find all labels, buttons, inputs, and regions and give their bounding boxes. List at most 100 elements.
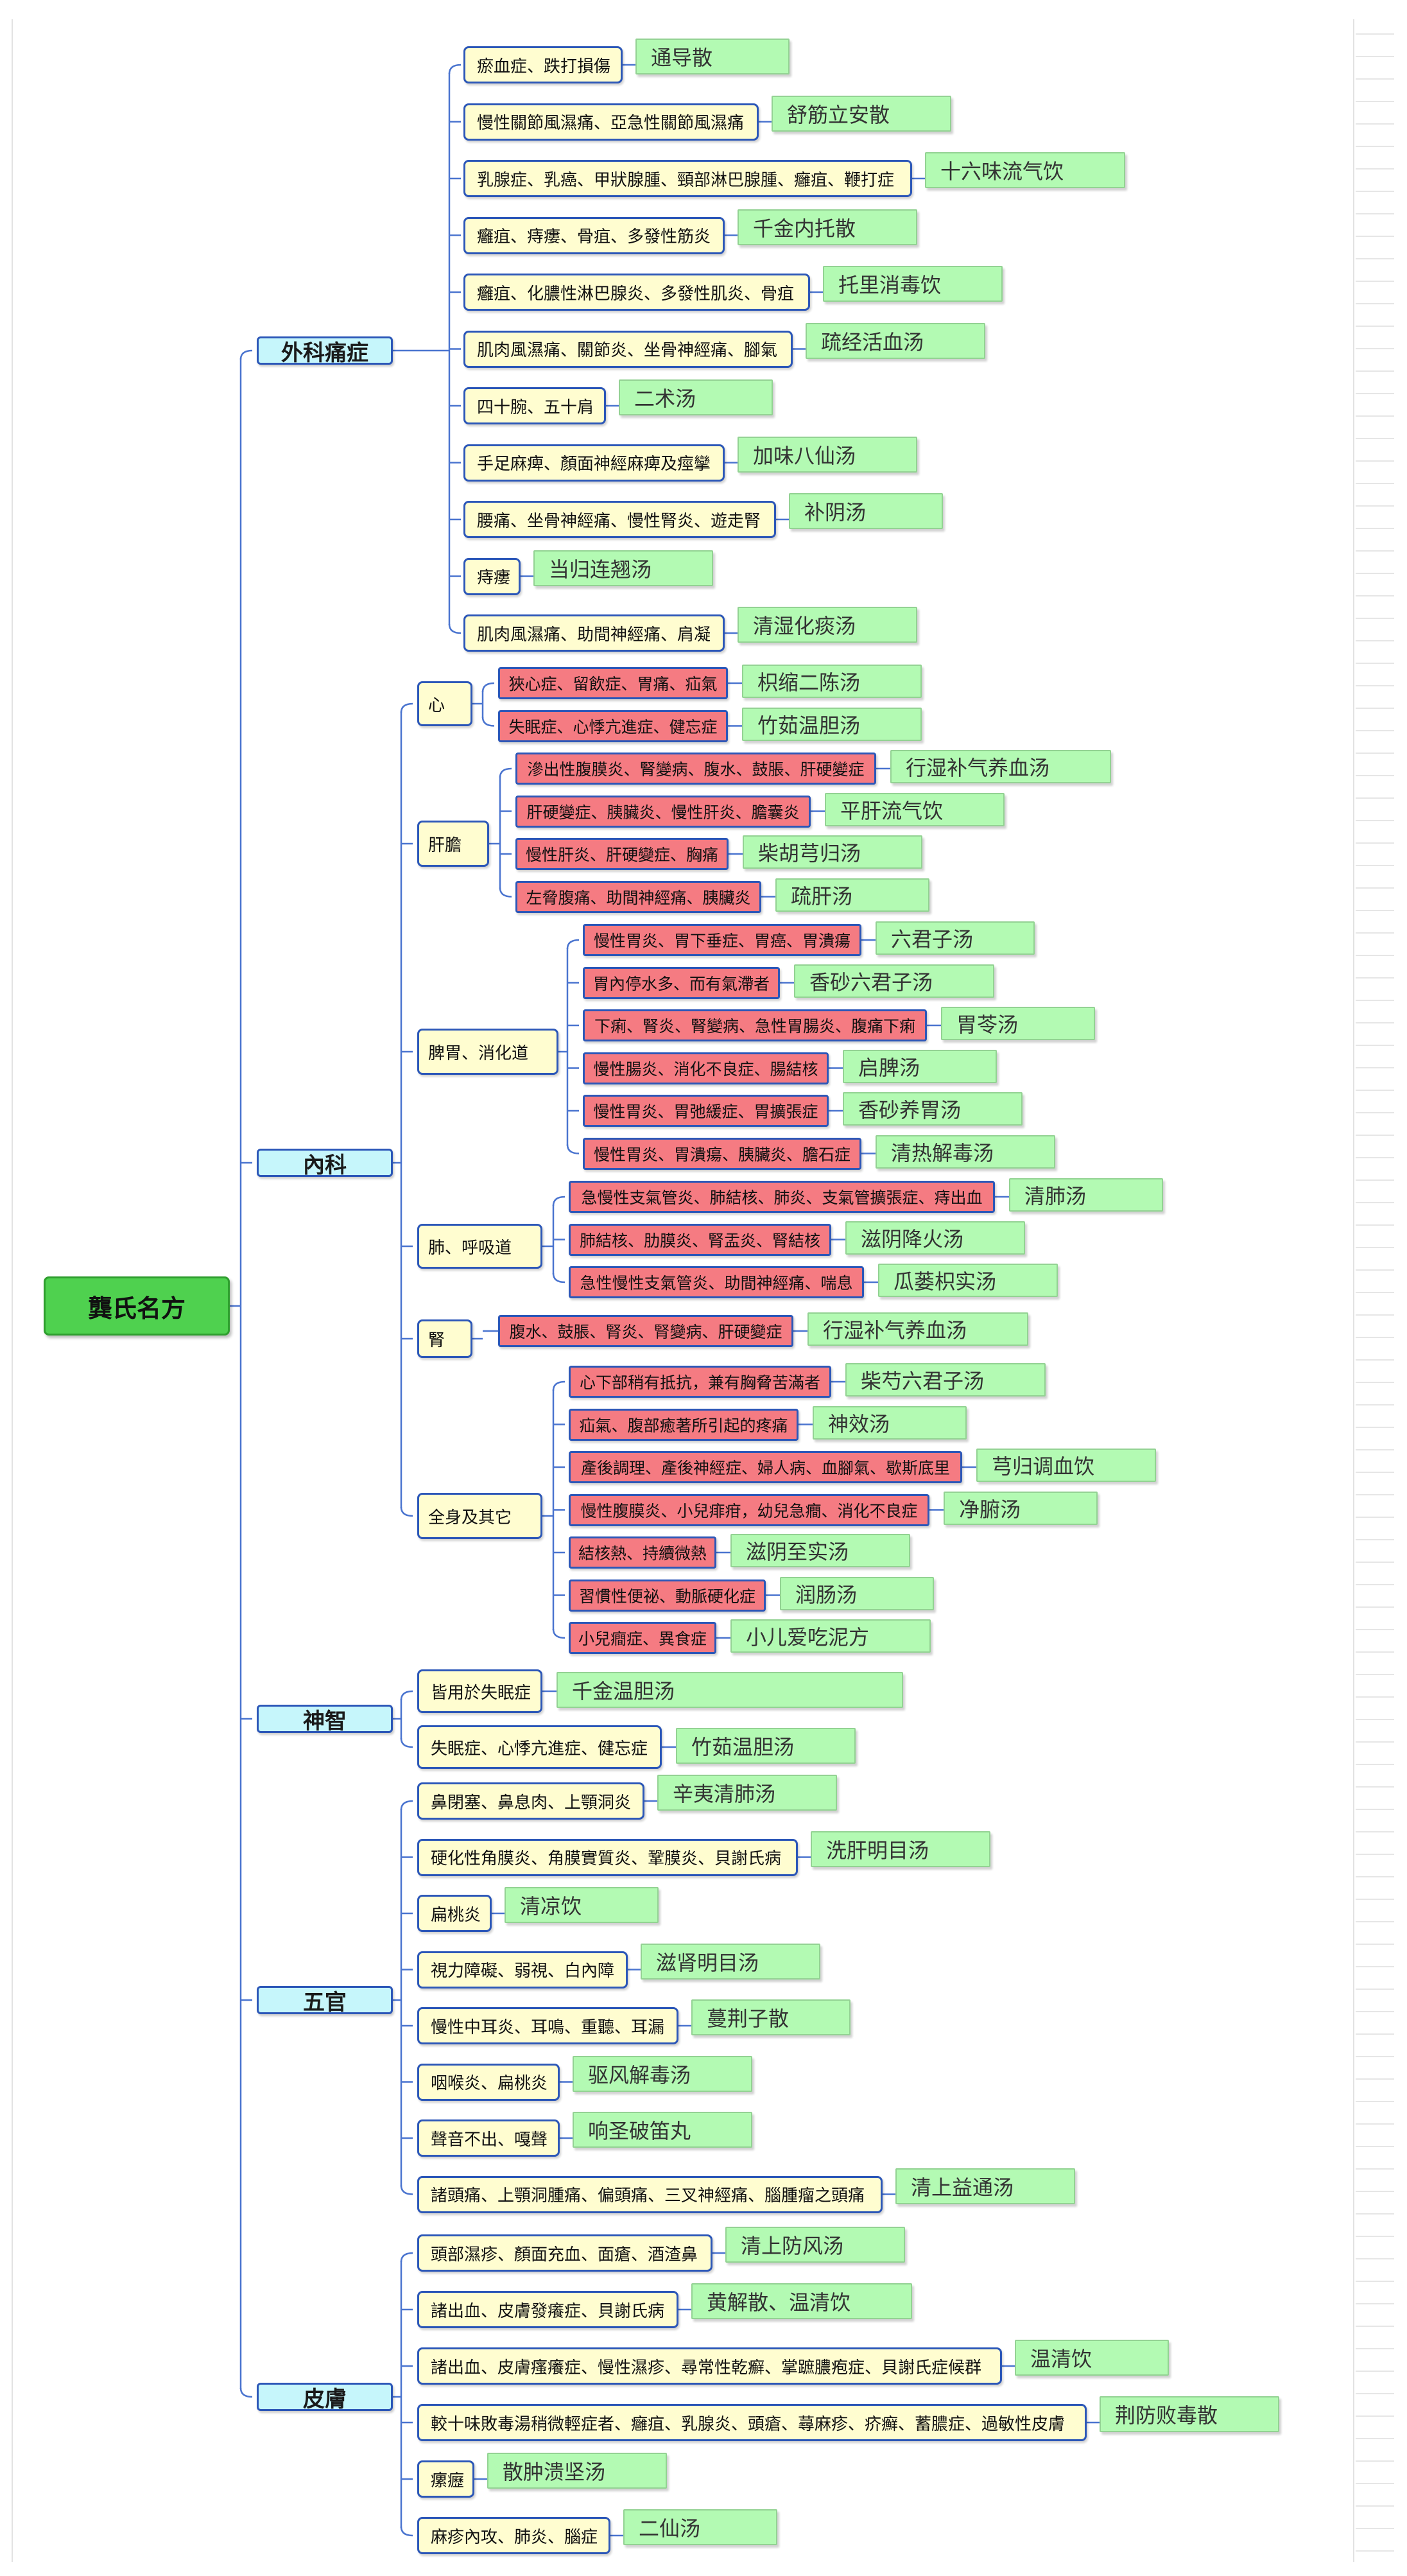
remedy-box[interactable]: 千金温胆汤 <box>557 1672 903 1708</box>
condition-box[interactable]: 肌肉風濕痛、關節炎、坐骨神經痛、腳氣 <box>463 330 793 368</box>
condition-box[interactable]: 腰痛、坐骨神經痛、慢性腎炎、遊走腎 <box>463 501 776 538</box>
internal-condition-box[interactable]: 慢性腹膜炎、小兒痱疳，幼兒急癎、消化不良症 <box>569 1493 929 1526</box>
remedy-box[interactable]: 辛夷清肺汤 <box>657 1775 837 1811</box>
remedy-box[interactable]: 二仙汤 <box>623 2509 777 2545</box>
remedy-box[interactable]: 神效汤 <box>813 1405 967 1440</box>
remedy-box[interactable]: 千金内托散 <box>738 209 917 245</box>
condition-box[interactable]: 失眠症、心悸亢進症、健忘症 <box>417 1725 662 1769</box>
remedy-box[interactable]: 清湿化痰汤 <box>738 607 917 643</box>
internal-condition-box[interactable]: 急性慢性支氣管炎、助間神經痛、喘息 <box>569 1266 864 1298</box>
remedy-box[interactable]: 荆防败毒散 <box>1100 2396 1279 2432</box>
internal-condition-box[interactable]: 腹水、鼓脹、腎炎、腎變病、肝硬變症 <box>498 1315 793 1347</box>
group-1[interactable]: 肝膽 <box>417 821 489 867</box>
category-3[interactable]: 五官 <box>257 1986 393 2014</box>
remedy-box[interactable]: 舒筋立安散 <box>772 95 951 132</box>
remedy-box[interactable]: 蔓荆子散 <box>691 1999 850 2035</box>
remedy-box[interactable]: 六君子汤 <box>876 921 1035 955</box>
internal-condition-box[interactable]: 慢性腸炎、消化不良症、腸結核 <box>583 1052 829 1084</box>
remedy-box[interactable]: 清肺汤 <box>1009 1178 1163 1212</box>
remedy-box[interactable]: 驱风解毒汤 <box>573 2055 752 2092</box>
condition-box[interactable]: 瘀血症、跌打損傷 <box>463 46 623 83</box>
remedy-box[interactable]: 香砂六君子汤 <box>794 964 994 998</box>
internal-condition-box[interactable]: 胃內停水多、而有氣滯者 <box>583 966 780 999</box>
condition-box[interactable]: 視力障礙、弱視、白內障 <box>417 1951 628 1989</box>
condition-box[interactable]: 較十味敗毒湯稍微輕症者、癰疽、乳腺炎、頭瘡、蕁麻疹、疥癬、蓄膿症、過敏性皮膚 <box>417 2404 1087 2441</box>
category-4[interactable]: 皮膚 <box>257 2383 393 2411</box>
remedy-box[interactable]: 通导散 <box>635 39 790 74</box>
remedy-box[interactable]: 洗肝明目汤 <box>811 1831 990 1867</box>
condition-box[interactable]: 頭部濕疹、顏面充血、面瘡、酒渣鼻 <box>417 2234 712 2272</box>
remedy-box[interactable]: 启脾汤 <box>843 1049 997 1083</box>
condition-box[interactable]: 皆用於失眠症 <box>417 1669 542 1713</box>
remedy-box[interactable]: 温清饮 <box>1015 2340 1169 2376</box>
remedy-box[interactable]: 清上防风汤 <box>725 2227 905 2263</box>
condition-box[interactable]: 痔瘻 <box>463 557 521 595</box>
condition-box[interactable]: 癰疽、痔瘻、骨疽、多發性筋炎 <box>463 216 725 254</box>
group-0[interactable]: 心 <box>417 681 472 726</box>
remedy-box[interactable]: 柴芍六君子汤 <box>845 1363 1046 1397</box>
internal-condition-box[interactable]: 慢性胃炎、胃下垂症、胃癌、胃潰瘍 <box>583 924 861 956</box>
remedy-box[interactable]: 胃苓汤 <box>941 1007 1095 1040</box>
condition-box[interactable]: 諸出血、皮膚發癢症、貝謝氏病 <box>417 2291 678 2328</box>
internal-condition-box[interactable]: 肺結核、肋膜炎、腎盂炎、腎結核 <box>569 1223 831 1256</box>
remedy-box[interactable]: 清热解毒汤 <box>876 1135 1055 1169</box>
remedy-box[interactable]: 瓜蒌枳实汤 <box>878 1264 1058 1297</box>
remedy-box[interactable]: 枳缩二陈汤 <box>742 665 922 698</box>
remedy-box[interactable]: 滋阴至实汤 <box>730 1534 910 1567</box>
remedy-box[interactable]: 行湿补气养血汤 <box>807 1312 1028 1346</box>
condition-box[interactable]: 肌肉風濕痛、助間神經痛、肩凝 <box>463 614 725 652</box>
internal-condition-box[interactable]: 失眠症、心悸亢進症、健忘症 <box>498 709 728 742</box>
condition-box[interactable]: 麻疹內攻、肺炎、腦症 <box>417 2517 610 2554</box>
remedy-box[interactable]: 散肿溃坚汤 <box>487 2453 667 2489</box>
category-0[interactable]: 外科痛症 <box>257 336 393 365</box>
category-1[interactable]: 內科 <box>257 1149 393 1177</box>
remedy-box[interactable]: 润肠汤 <box>780 1576 934 1610</box>
condition-box[interactable]: 四十腕、五十肩 <box>463 387 606 424</box>
remedy-box[interactable]: 十六味流气饮 <box>925 152 1125 188</box>
remedy-box[interactable]: 二术汤 <box>619 379 773 415</box>
group-2[interactable]: 脾胃、消化道 <box>417 1029 558 1075</box>
internal-condition-box[interactable]: 小兒癎症、異食症 <box>569 1622 716 1654</box>
internal-condition-box[interactable]: 滲出性腹膜炎、腎變病、腹水、鼓脹、肝硬變症 <box>515 753 876 785</box>
internal-condition-box[interactable]: 肝硬變症、胰臟炎、慢性肝炎、膽囊炎 <box>515 795 811 828</box>
remedy-box[interactable]: 响圣破笛丸 <box>573 2112 752 2148</box>
condition-box[interactable]: 鼻閉塞、鼻息肉、上顎洞炎 <box>417 1782 644 1820</box>
condition-box[interactable]: 諸出血、皮膚瘙癢症、慢性濕疹、尋常性乾癬、掌蹠膿疱症、貝謝氏症候群 <box>417 2347 1002 2385</box>
internal-condition-box[interactable]: 左脅腹痛、助間神經痛、胰臟炎 <box>515 880 761 913</box>
condition-box[interactable]: 硬化性角膜炎、角膜實質炎、鞏膜炎、貝謝氏病 <box>417 1838 798 1876</box>
remedy-box[interactable]: 补阴汤 <box>789 493 943 529</box>
condition-box[interactable]: 癰疽、化膿性淋巴腺炎、多發性肌炎、骨疽 <box>463 274 810 311</box>
internal-condition-box[interactable]: 慢性胃炎、胃弛緩症、胃擴張症 <box>583 1095 829 1127</box>
remedy-box[interactable]: 清上益通汤 <box>895 2168 1075 2204</box>
remedy-box[interactable]: 托里消毒饮 <box>823 266 1003 302</box>
remedy-box[interactable]: 滋阴降火汤 <box>845 1221 1025 1255</box>
remedy-box[interactable]: 疏经活血汤 <box>806 322 985 359</box>
condition-box[interactable]: 扁桃炎 <box>417 1895 492 1932</box>
remedy-box[interactable]: 柴胡芎归汤 <box>743 835 922 869</box>
internal-condition-box[interactable]: 急慢性支氣管炎、肺結核、肺炎、支氣管擴張症、痔出血 <box>569 1181 995 1213</box>
internal-condition-box[interactable]: 結核熱、持續微熱 <box>569 1536 716 1569</box>
group-4[interactable]: 腎 <box>417 1319 472 1358</box>
remedy-box[interactable]: 疏肝汤 <box>775 878 929 912</box>
remedy-box[interactable]: 净腑汤 <box>944 1491 1098 1525</box>
internal-condition-box[interactable]: 慢性胃炎、胃潰瘍、胰臟炎、膽石症 <box>583 1137 861 1170</box>
remedy-box[interactable]: 竹茹温胆汤 <box>676 1728 856 1764</box>
condition-box[interactable]: 乳腺症、乳癌、甲狀腺腫、頸部淋巴腺腫、癰疽、鞭打症 <box>463 160 912 197</box>
condition-box[interactable]: 聲音不出、嘎聲 <box>417 2119 560 2157</box>
internal-condition-box[interactable]: 產後調理、產後神經症、婦人病、血腳氣、歇斯底里 <box>569 1451 962 1483</box>
condition-box[interactable]: 咽喉炎、扁桃炎 <box>417 2063 560 2101</box>
category-2[interactable]: 神智 <box>257 1705 393 1733</box>
root-node-title[interactable]: 龔氏名方 <box>44 1276 230 1336</box>
internal-condition-box[interactable]: 狹心症、留飲症、胃痛、疝氣 <box>498 667 728 699</box>
remedy-box[interactable]: 芎归调血饮 <box>976 1449 1156 1482</box>
remedy-box[interactable]: 竹茹温胆汤 <box>742 707 922 741</box>
remedy-box[interactable]: 当归连翘汤 <box>533 550 713 586</box>
condition-box[interactable]: 慢性關節風濕痛、亞急性關節風濕痛 <box>463 103 759 141</box>
remedy-box[interactable]: 行湿补气养血汤 <box>890 750 1111 783</box>
condition-box[interactable]: 諸頭痛、上顎洞腫痛、偏頭痛、三叉神經痛、腦腫瘤之頭痛 <box>417 2175 883 2213</box>
internal-condition-box[interactable]: 習慣性便祕、動脈硬化症 <box>569 1579 766 1612</box>
internal-condition-box[interactable]: 疝氣、腹部癒著所引起的疼痛 <box>569 1408 798 1441</box>
remedy-box[interactable]: 小儿爱吃泥方 <box>730 1619 931 1653</box>
remedy-box[interactable]: 黄解散、温清饮 <box>691 2283 912 2319</box>
remedy-box[interactable]: 香砂养胃汤 <box>843 1092 1023 1126</box>
